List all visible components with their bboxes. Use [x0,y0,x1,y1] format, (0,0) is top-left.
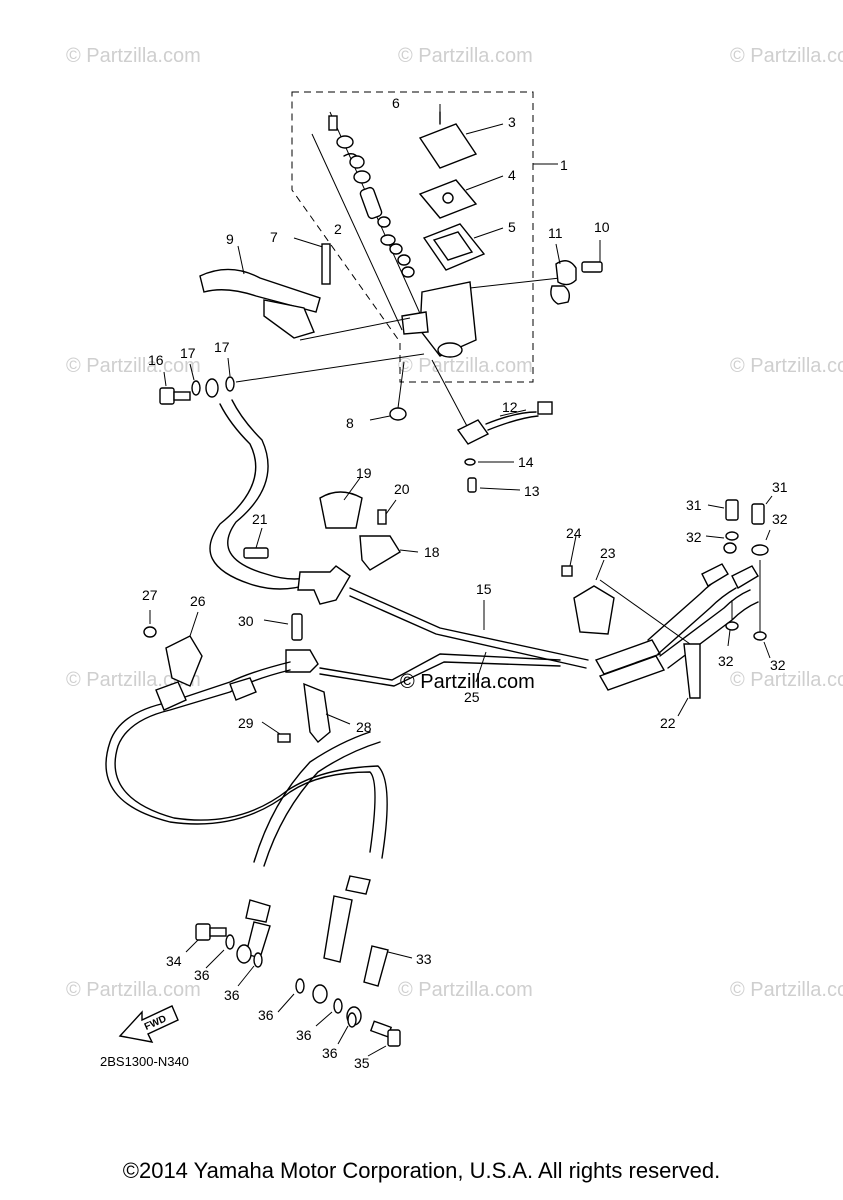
callout-8: 8 [346,415,354,431]
callout-15: 15 [476,581,492,597]
callout-5: 5 [508,219,516,235]
watermark-text: © Partzilla.com [398,45,533,67]
watermark-text: © Partzilla.com [66,45,201,67]
center-watermark: © Partzilla.com [400,671,535,693]
banjo-bolt-upper [159,353,425,405]
callout-25: 25 [464,689,480,705]
upper-brackets [243,477,419,571]
callout-16: 16 [148,352,164,368]
brake-lever [199,237,411,341]
brake-switch [431,359,553,493]
diagram-code: 2BS1300-N340 [100,1054,189,1069]
callout-33: 33 [416,951,432,967]
brake-pipes [319,587,589,687]
assembly-outline [291,91,534,383]
upper-brake-hose [209,399,351,605]
watermark-text: © Partzilla.com [730,979,843,1001]
callout-31b: 31 [772,479,788,495]
callout-2: 2 [334,221,342,237]
lower-junction [143,610,351,743]
callout-labels: 1 2 3 4 5 6 7 8 9 10 11 12 13 14 15 16 1… [142,95,788,1071]
callout-29: 29 [238,715,254,731]
callout-23: 23 [600,545,616,561]
reservoir-cap-parts [418,104,504,271]
watermark-text: © Partzilla.com [66,355,201,377]
master-cylinder-body [401,277,561,358]
watermark-text: © Partzilla.com [66,979,201,1001]
callout-4: 4 [508,167,516,183]
callout-19: 19 [356,465,372,481]
lower-banjo-bolts [185,923,401,1057]
callout-11: 11 [548,225,563,241]
callout-32a: 32 [686,529,702,545]
callout-12: 12 [502,399,518,415]
watermark-text: © Partzilla.com [730,669,843,691]
callout-27: 27 [142,587,158,603]
callout-22: 22 [660,715,676,731]
callout-24: 24 [566,525,582,541]
callout-6: 6 [392,95,400,111]
callout-32b: 32 [772,511,788,527]
callout-18: 18 [424,544,440,560]
watermark-text: © Partzilla.com [730,45,843,67]
watermark-text: © Partzilla.com [398,355,533,377]
callout-35: 35 [354,1055,370,1071]
nut [389,407,407,421]
callout-17a: 17 [180,345,196,361]
callout-34: 34 [166,953,182,969]
callout-36e: 36 [322,1045,338,1061]
watermark-text: © Partzilla.com [730,355,843,377]
callout-7: 7 [270,229,278,245]
callout-36d: 36 [296,1027,312,1043]
callout-14: 14 [518,454,534,470]
callout-9: 9 [226,231,234,247]
lower-brake-hose [105,661,413,1026]
callout-31a: 31 [686,497,702,513]
watermark-layer: © Partzilla.com © Partzilla.com © Partzi… [66,45,843,1001]
callout-28: 28 [356,719,372,735]
callout-3: 3 [508,114,516,130]
callout-32d: 32 [770,657,786,673]
callout-36a: 36 [194,967,210,983]
callout-10: 10 [594,219,610,235]
bracket-clamp [550,240,603,305]
callout-17b: 17 [214,339,230,355]
watermark-text: © Partzilla.com [398,979,533,1001]
callout-20: 20 [394,481,410,497]
callout-13: 13 [524,483,540,499]
callout-36b: 36 [224,987,240,1003]
callout-1: 1 [560,157,568,173]
callout-21: 21 [252,511,268,527]
callout-32c: 32 [718,653,734,669]
fwd-arrow: FWD [118,1005,179,1043]
copyright-notice: ©2014 Yamaha Motor Corporation, U.S.A. A… [122,1158,721,1183]
piston-kit [311,111,423,331]
callout-26: 26 [190,593,206,609]
right-union-assembly [561,495,773,717]
callout-36c: 36 [258,1007,274,1023]
callout-30: 30 [238,613,254,629]
